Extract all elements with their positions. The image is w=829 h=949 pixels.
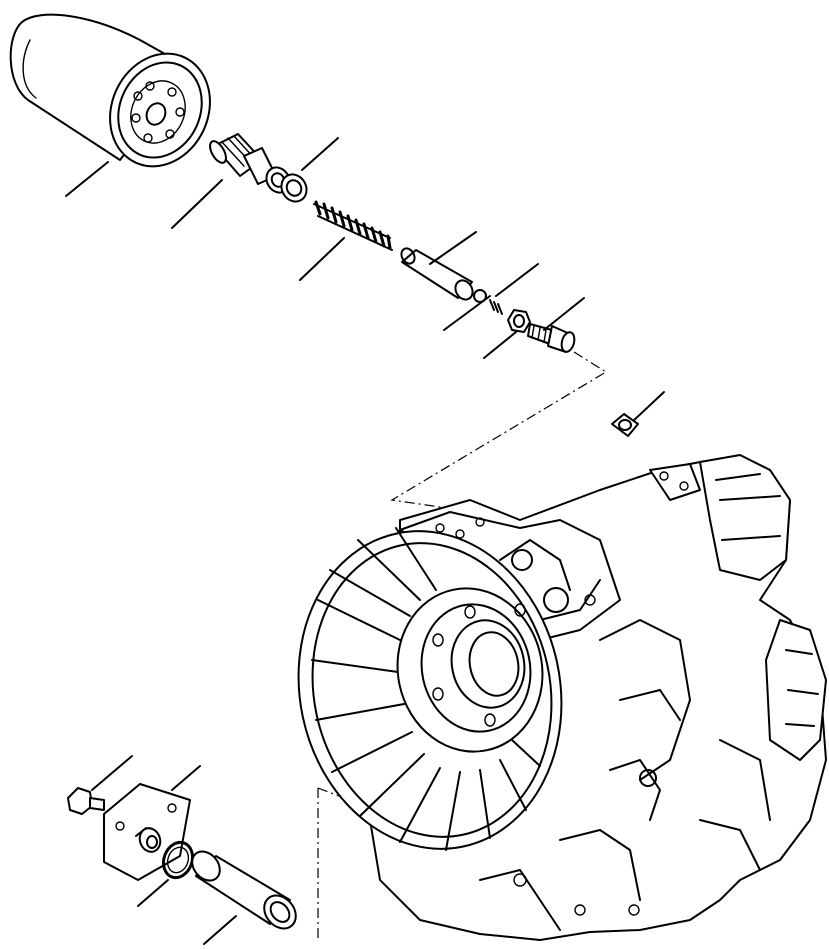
small-o-ring xyxy=(473,289,487,303)
leader-lines-bottom xyxy=(91,755,237,945)
valve-sleeve xyxy=(400,247,474,301)
cover-plate xyxy=(103,783,191,881)
valve-seal xyxy=(280,173,308,203)
hex-nut xyxy=(507,309,531,333)
compression-spring xyxy=(313,200,393,251)
strainer-tube xyxy=(191,850,297,930)
oil-filter xyxy=(9,13,211,168)
small-spring xyxy=(489,299,503,315)
bell-housing xyxy=(297,527,563,851)
o-ring-large xyxy=(161,840,195,880)
adjusting-bolt xyxy=(527,323,576,353)
leader-lines-top xyxy=(65,137,665,423)
drain-plug xyxy=(611,413,639,437)
reference-lines xyxy=(317,351,608,942)
cap-screw xyxy=(67,787,105,815)
